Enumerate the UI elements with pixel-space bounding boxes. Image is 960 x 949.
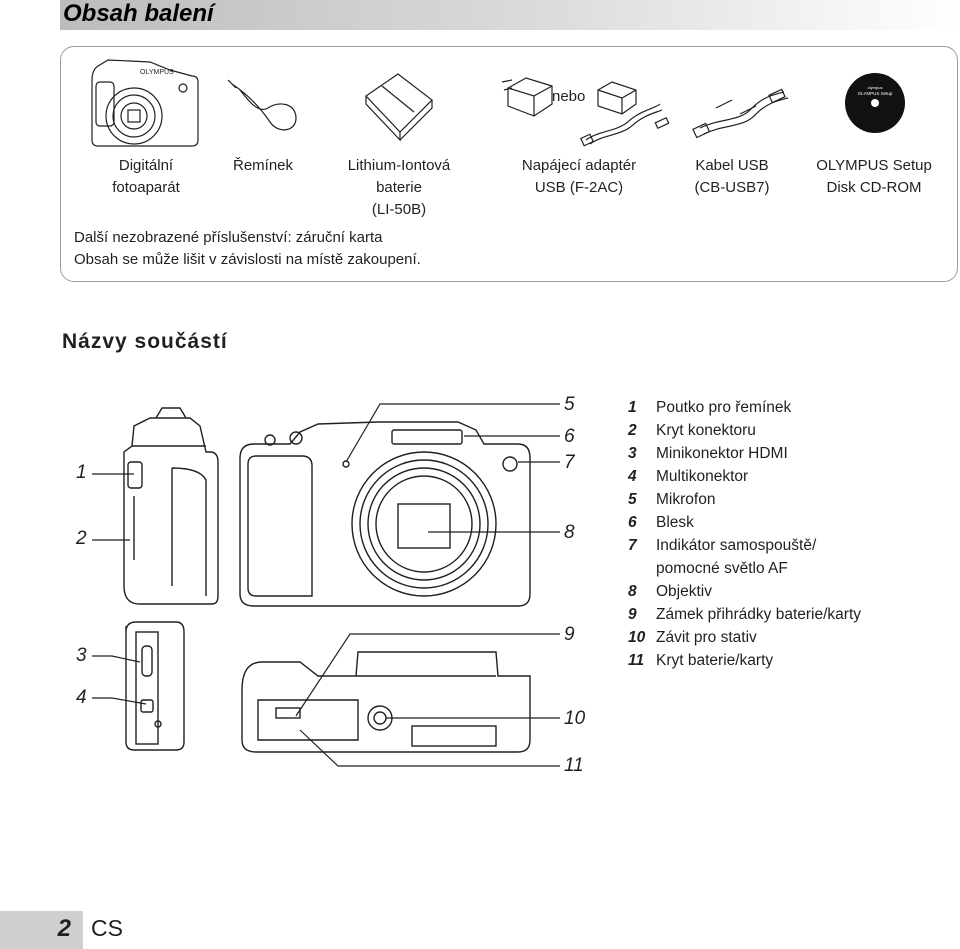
legend-num: 8 [628,583,637,600]
svg-text:olympus: olympus [868,85,883,90]
camera-front-view [239,421,531,607]
camera-side-view [123,407,219,605]
caption-battery: Lithium-Iontová baterie (LI-50B) [326,155,472,221]
legend-item: 1 Poutko pro řemínek [628,396,861,419]
legend-item-continuation: pomocné světlo AF [628,557,861,580]
caption-cd-rom: OLYMPUS Setup Disk CD-ROM [796,155,952,199]
callout-5: 5 [564,394,575,415]
legend-label: Závit pro stativ [656,629,757,646]
legend-item: 5 Mikrofon [628,488,861,511]
page-number-box: 2 [0,911,83,949]
legend-item: 9 Zámek přihrádky baterie/karty [628,603,861,626]
legend-label: Poutko pro řemínek [656,399,792,416]
legend-num: 5 [628,491,637,508]
section-header-bar: Obsah balení [60,0,960,30]
caption-adapter: Napájecí adaptér USB (F-2AC) [496,155,662,199]
section-title-parts: Názvy součástí [62,330,228,353]
legend-num: 2 [628,422,637,439]
callout-1: 1 [76,462,87,483]
svg-text:OLYMPUS Setup: OLYMPUS Setup [858,91,893,96]
note-contents: Obsah se může lišit v závislosti na míst… [74,251,421,268]
legend-label: Blesk [656,514,694,531]
callout-9: 9 [564,624,575,645]
legend-item: 3 Minikonektor HDMI [628,442,861,465]
cd-rom-icon: olympus OLYMPUS Setup [845,73,905,133]
caption-adapter-text: Napájecí adaptér USB (F-2AC) [521,157,637,196]
callout-lines [92,403,560,767]
legend-label-cont: pomocné světlo AF [656,560,788,577]
callout-3: 3 [76,645,87,666]
caption-camera-text: Digitální fotoaparát [112,157,180,196]
legend-item: 4 Multikonektor [628,465,861,488]
package-contents-box [60,46,958,282]
callout-7: 7 [564,452,575,473]
legend-num: 6 [628,514,637,531]
caption-strap-text: Řemínek [232,157,294,174]
legend-num: 1 [628,399,637,416]
legend-num: 7 [628,537,637,554]
page-number: 2 [57,915,71,942]
callout-2: 2 [76,528,87,549]
legend-item: 10 Závit pro stativ [628,626,861,649]
battery-icon [365,73,433,142]
legend-item: 2 Kryt konektoru [628,419,861,442]
caption-usb-cable-text: Kabel USB (CB-USB7) [694,157,770,196]
legend-num: 3 [628,445,637,462]
legend-item: 6 Blesk [628,511,861,534]
legend-item: 11 Kryt baterie/karty [628,649,861,672]
caption-usb-cable: Kabel USB (CB-USB7) [674,155,790,199]
camera-icon: OLYMPUS [91,59,199,147]
usb-adapter-icon [501,77,670,147]
caption-camera: Digitální fotoaparát [88,155,204,199]
legend-label: Zámek přihrádky baterie/karty [656,606,862,623]
caption-cd-rom-text: OLYMPUS Setup Disk CD-ROM [816,157,932,196]
legend-item: 8 Objektiv [628,580,861,603]
note-accessories: Další nezobrazené příslušenství: záruční… [74,229,383,246]
svg-text:OLYMPUS: OLYMPUS [140,69,174,76]
legend-label: Minikonektor HDMI [656,445,788,462]
caption-strap: Řemínek [216,155,310,177]
camera-connector-view [125,621,185,751]
callout-8: 8 [564,522,575,543]
section-title-package: Obsah balení [63,0,214,27]
legend-label: Indikátor samospouště/ [656,537,817,554]
legend-label: Kryt baterie/karty [656,652,774,669]
parts-legend: 1 Poutko pro řemínek 2 Kryt konektoru 3 Min… [628,396,861,672]
usb-cable-icon [692,88,789,139]
strap-icon [227,79,297,131]
legend-label: Mikrofon [656,491,716,508]
legend-num: 4 [628,468,637,485]
legend-label: Multikonektor [656,468,749,485]
callout-10: 10 [564,708,586,729]
language-code: CS [91,915,123,941]
legend-item: 7 Indikátor samospouště/ [628,534,861,557]
callout-11: 11 [564,755,584,776]
caption-battery-text: Lithium-Iontová baterie (LI-50B) [347,157,451,218]
legend-label: Kryt konektoru [656,422,756,439]
legend-num: 11 [628,652,645,669]
callout-6: 6 [564,426,575,447]
legend-num: 9 [628,606,637,623]
legend-num: 10 [628,629,646,646]
camera-bottom-view [241,651,531,753]
legend-label: Objektiv [656,583,712,600]
or-label: nebo [552,88,585,105]
callout-4: 4 [76,687,87,708]
